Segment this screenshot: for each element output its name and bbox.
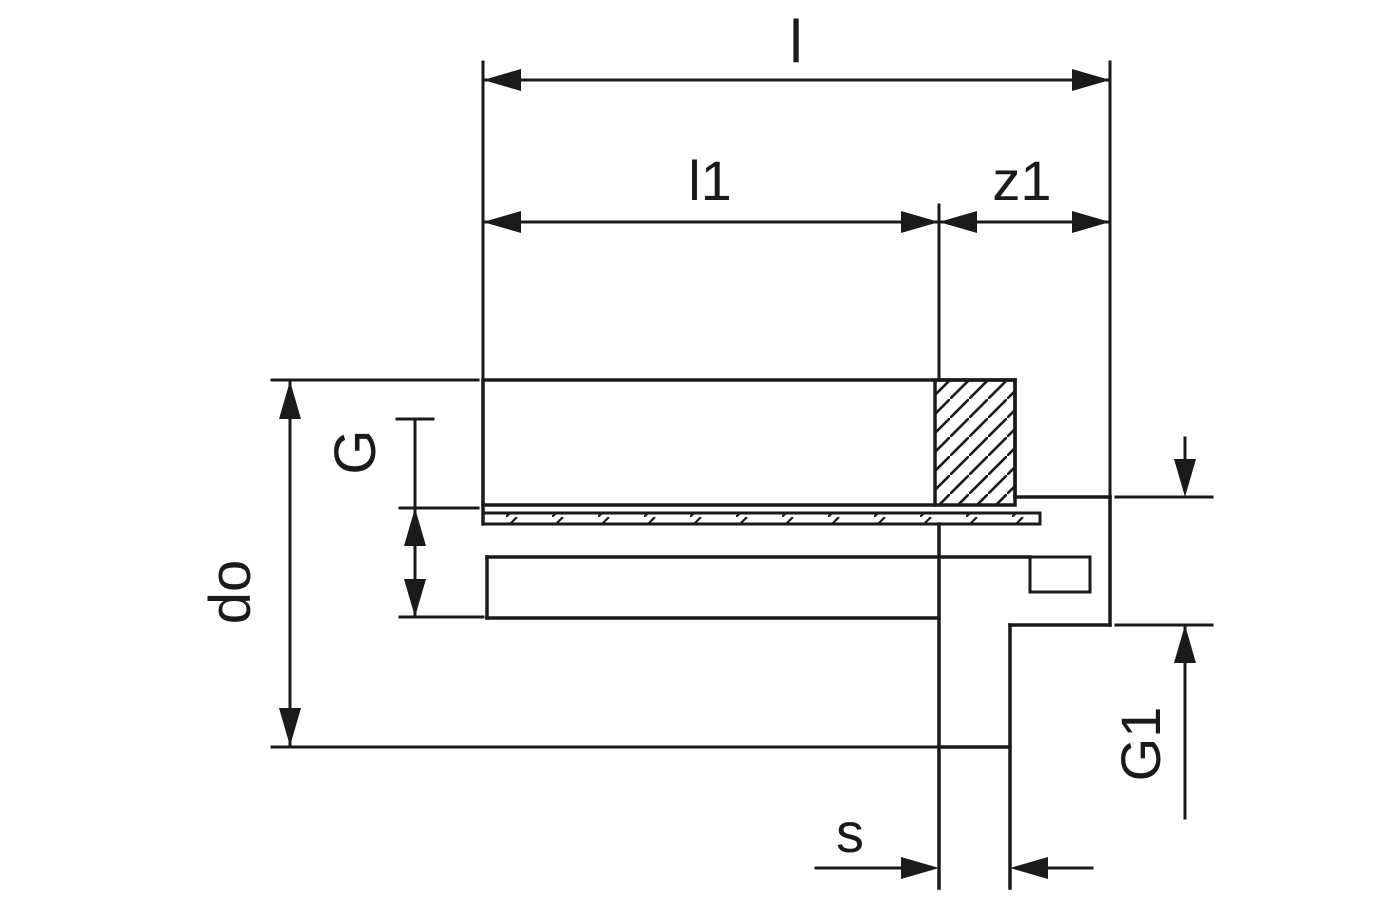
dim-label-l: l: [789, 8, 802, 75]
dim-s: [814, 857, 1094, 879]
dim-label-G1: G1: [1109, 707, 1172, 782]
dim-G: [395, 417, 485, 619]
dim-do: [270, 378, 941, 749]
dimension-labels: l l1 z1 G do G1 s: [198, 8, 1172, 864]
dimension-lines: [270, 60, 1214, 879]
lower-wall: [485, 555, 1032, 620]
hatched-wall: [933, 378, 1017, 507]
dim-label-l1: l1: [688, 149, 732, 212]
dim-l1-z1: [481, 203, 1112, 380]
flange: [937, 522, 1012, 890]
thin-wall-band: [481, 511, 1042, 526]
dim-label-s: s: [836, 801, 864, 864]
dim-label-z1: z1: [992, 149, 1051, 212]
part-geometry: [481, 378, 1112, 890]
right-end: [1008, 495, 1112, 627]
dim-label-G: G: [323, 429, 388, 474]
dim-G1: [1114, 436, 1214, 820]
dim-label-do: do: [198, 560, 263, 625]
dim-l: [481, 60, 1112, 499]
